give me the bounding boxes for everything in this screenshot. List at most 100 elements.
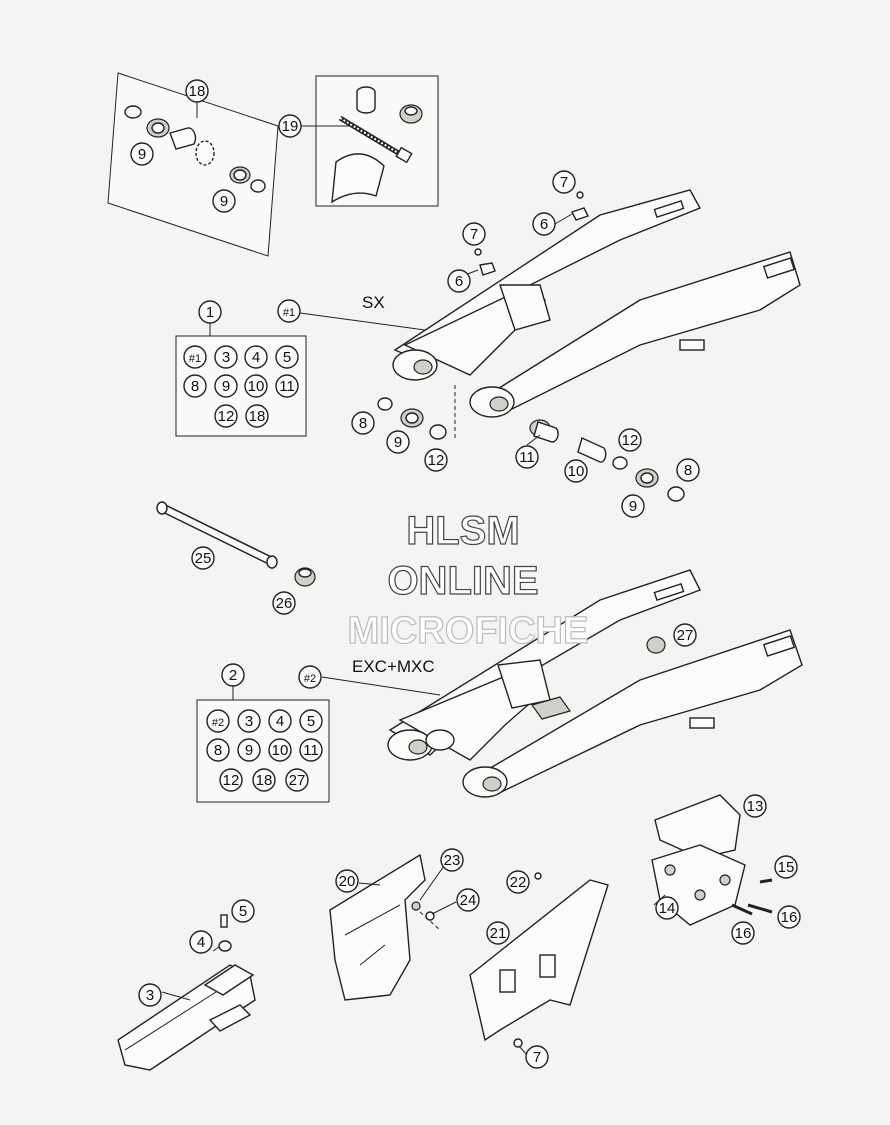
kit-2-item[interactable]: 4 [268,709,292,733]
callout-8[interactable]: 8 [676,458,700,482]
callout-19[interactable]: 19 [278,114,302,138]
swingarm-exc-mxc-drawing [321,569,803,798]
watermark-line-1: HLSM [406,509,519,553]
pivot-bolt-19-panel [315,75,439,207]
svg-text:7: 7 [470,226,478,243]
callout-7[interactable]: 7 [552,170,576,194]
svg-text:5: 5 [239,903,247,920]
kit-2-item[interactable]: 3 [237,709,261,733]
kit-2-item[interactable]: 9 [237,738,261,762]
callout-swingarm-2[interactable]: #2 [298,665,322,689]
svg-text:3: 3 [245,713,253,730]
svg-text:7: 7 [560,174,568,191]
swingarm-axle-drawing [156,501,316,587]
callout-9[interactable]: 9 [621,494,645,518]
callout-20[interactable]: 20 [335,869,359,893]
svg-text:12: 12 [223,772,240,789]
kit-1-item[interactable]: 4 [244,345,268,369]
callout-9[interactable]: 9 [386,430,410,454]
callout-3[interactable]: 3 [138,983,162,1007]
callout-7[interactable]: 7 [462,222,486,246]
svg-text:7: 7 [533,1049,541,1066]
svg-text:23: 23 [444,852,461,869]
kit-1-item[interactable]: #1 [183,345,207,369]
kit-1-item[interactable]: 18 [245,404,269,428]
svg-text:18: 18 [249,408,266,425]
svg-text:12: 12 [428,452,445,469]
callout-6[interactable]: 6 [532,212,556,236]
callout-26[interactable]: 26 [272,591,296,615]
svg-text:22: 22 [510,874,527,891]
callout-kit-2[interactable]: 2 [221,663,245,687]
svg-text:9: 9 [220,193,228,210]
callout-22[interactable]: 22 [506,870,530,894]
label-sx: SX [362,293,385,312]
kit-2-item[interactable]: 8 [206,738,230,762]
kit-1-item[interactable]: 12 [214,404,238,428]
callout-6[interactable]: 6 [447,269,471,293]
label-exc-mxc: EXC+MXC [352,657,435,676]
callout-15[interactable]: 15 [774,855,798,879]
svg-text:18: 18 [256,772,273,789]
svg-text:10: 10 [568,463,585,480]
chain-guard-drawing [329,853,441,1001]
svg-text:12: 12 [622,432,639,449]
svg-text:27: 27 [677,627,694,644]
kit-1-item[interactable]: 10 [244,374,268,398]
kit-1-item[interactable]: 11 [275,374,299,398]
callout-7[interactable]: 7 [525,1045,549,1069]
callout-23[interactable]: 23 [440,848,464,872]
kit-1-item[interactable]: 9 [214,374,238,398]
callout-24[interactable]: 24 [456,888,480,912]
chain-guide-bracket-drawing [469,872,609,1048]
chain-slider-drawing [117,914,256,1071]
callout-12[interactable]: 12 [424,448,448,472]
svg-text:10: 10 [272,742,289,759]
kit-2-item[interactable]: 10 [268,738,292,762]
callout-5[interactable]: 5 [231,899,255,923]
callout-27[interactable]: 27 [673,623,697,647]
callout-13[interactable]: 13 [743,794,767,818]
watermark-line-3: MICROFICHE [348,610,589,652]
kit-1-item[interactable]: 5 [275,345,299,369]
callout-10[interactable]: 10 [564,459,588,483]
callout-9[interactable]: 9 [130,142,154,166]
callout-21[interactable]: 21 [486,921,510,945]
svg-text:5: 5 [283,349,291,366]
kit-2-item[interactable]: 12 [219,768,243,792]
callout-12[interactable]: 12 [618,428,642,452]
svg-text:#2: #2 [304,673,316,685]
svg-text:5: 5 [307,713,315,730]
svg-text:9: 9 [394,434,402,451]
svg-text:8: 8 [684,462,692,479]
kit-2-item[interactable]: #2 [206,709,230,733]
kit-2-item[interactable]: 27 [285,768,309,792]
kit-2-item[interactable]: 18 [252,768,276,792]
callout-kit-1[interactable]: 1 [198,300,222,324]
callout-swingarm-1[interactable]: #1 [277,299,301,323]
kit-2-item[interactable]: 5 [299,709,323,733]
svg-text:9: 9 [138,146,146,163]
callout-4[interactable]: 4 [189,930,213,954]
svg-text:27: 27 [289,772,306,789]
callout-16[interactable]: 16 [777,905,801,929]
callout-9[interactable]: 9 [212,189,236,213]
callout-8[interactable]: 8 [351,411,375,435]
kit-1-item[interactable]: 3 [214,345,238,369]
bearing-kit-18-parts [124,105,266,193]
callout-18[interactable]: 18 [185,79,209,103]
callout-bubbles: 18 9 9 19 7 6 7 6 1 #1 3 4 5 8 9 10 11 1… [130,79,801,1069]
callout-25[interactable]: 25 [191,546,215,570]
svg-text:18: 18 [189,83,206,100]
svg-text:3: 3 [222,349,230,366]
callout-16[interactable]: 16 [731,921,755,945]
kit-2-item[interactable]: 11 [299,738,323,762]
svg-text:12: 12 [218,408,235,425]
pivot-bolt-19-parts [331,86,423,204]
callout-14[interactable]: 14 [655,896,679,920]
callout-11[interactable]: 11 [515,445,539,469]
svg-text:21: 21 [490,925,507,942]
watermark: HLSM ONLINE MICROFICHE [347,508,589,652]
kit-1-item[interactable]: 8 [183,374,207,398]
